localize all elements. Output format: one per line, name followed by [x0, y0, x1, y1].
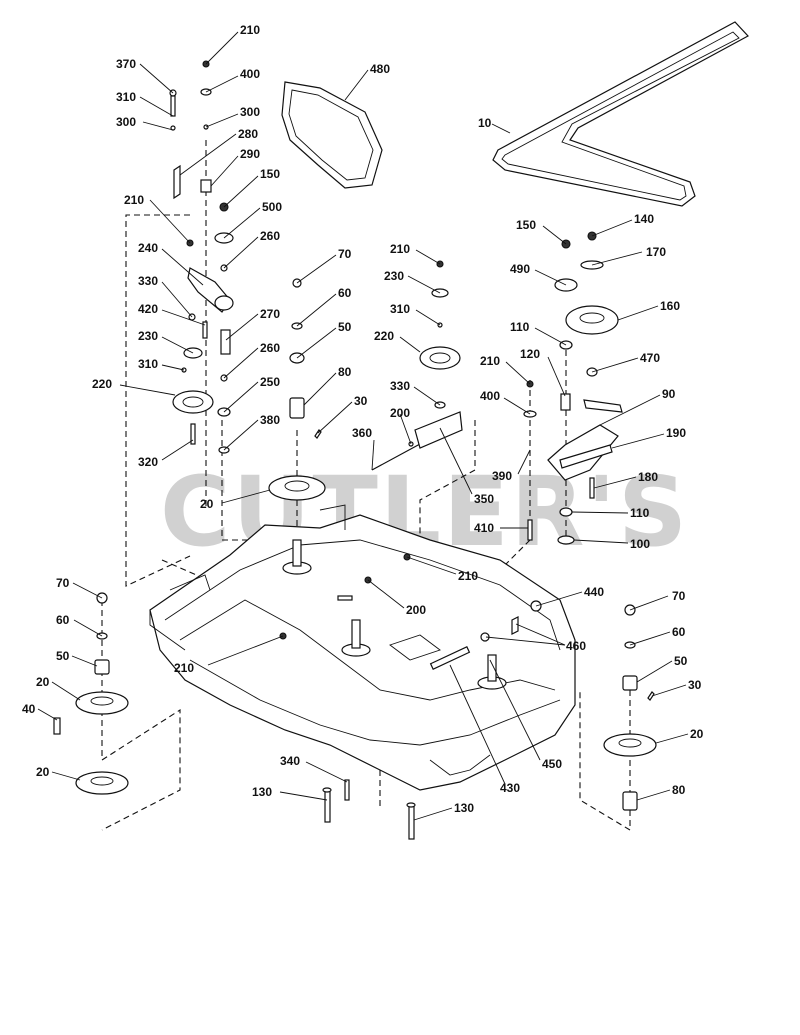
callout-160: 160 [660, 299, 680, 313]
spindle-pulley-20-left-bottom [75, 771, 129, 795]
idler-pulley-220-left [172, 390, 214, 414]
callout-150: 150 [516, 218, 536, 232]
callout-80: 80 [338, 365, 352, 379]
callout-210: 210 [480, 354, 500, 368]
spring-280 [173, 164, 181, 200]
callout-480: 480 [370, 62, 390, 76]
callout-140: 140 [634, 212, 654, 226]
callout-80: 80 [672, 783, 686, 797]
callout-410: 410 [474, 521, 494, 535]
callout-240: 240 [138, 241, 158, 255]
callout-labels: 210 400 300 370 310 300 280 290 150 500 … [22, 23, 704, 815]
callout-190: 190 [666, 426, 686, 440]
callout-10: 10 [478, 116, 492, 130]
callout-280: 280 [238, 127, 258, 141]
middle-idler-stack [371, 260, 463, 471]
callout-220: 220 [92, 377, 112, 391]
callout-100: 100 [630, 537, 650, 551]
callout-250: 250 [260, 375, 280, 389]
callout-320: 320 [138, 455, 158, 469]
callout-200: 200 [390, 406, 410, 420]
callout-420: 420 [138, 302, 158, 316]
callout-220: 220 [374, 329, 394, 343]
callout-50: 50 [56, 649, 70, 663]
rod-430 [429, 646, 471, 670]
belt-10 [492, 21, 749, 207]
callout-120: 120 [520, 347, 540, 361]
mower-deck-housing [149, 504, 576, 791]
callout-20: 20 [36, 765, 50, 779]
spring-190 [559, 444, 613, 469]
left-lower-spindle [53, 592, 129, 795]
callout-70: 70 [338, 247, 352, 261]
callout-340: 340 [280, 754, 300, 768]
spindle-pulley-20-right [603, 733, 657, 757]
callout-20: 20 [200, 497, 214, 511]
callout-310: 310 [116, 90, 136, 104]
callout-500: 500 [262, 200, 282, 214]
callout-400: 400 [480, 389, 500, 403]
callout-370: 370 [116, 57, 136, 71]
callout-210: 210 [390, 242, 410, 256]
callout-230: 230 [138, 329, 158, 343]
callout-110: 110 [630, 506, 650, 520]
callout-330: 330 [138, 274, 158, 288]
callout-490: 490 [510, 262, 530, 276]
callout-450: 450 [542, 757, 562, 771]
callout-360: 360 [352, 426, 372, 440]
callout-70: 70 [672, 589, 686, 603]
callout-180: 180 [638, 470, 658, 484]
callout-330: 330 [390, 379, 410, 393]
callout-290: 290 [240, 147, 260, 161]
callout-210: 210 [124, 193, 144, 207]
callout-130: 130 [454, 801, 474, 815]
callout-20: 20 [690, 727, 704, 741]
callout-170: 170 [646, 245, 666, 259]
callout-310: 310 [138, 357, 158, 371]
callout-350: 350 [474, 492, 494, 506]
callout-270: 270 [260, 307, 280, 321]
bracket-350 [414, 411, 463, 449]
callout-60: 60 [338, 286, 352, 300]
callout-260: 260 [260, 341, 280, 355]
spindle-pulley-20-left-top [75, 691, 129, 715]
callout-200: 200 [406, 603, 426, 617]
callout-440: 440 [584, 585, 604, 599]
right-lower-spindle [603, 604, 657, 811]
callout-230: 230 [384, 269, 404, 283]
callout-150: 150 [260, 167, 280, 181]
idler-pulley-220-middle [419, 346, 461, 370]
callout-90: 90 [662, 387, 676, 401]
callout-50: 50 [674, 654, 688, 668]
callout-430: 430 [500, 781, 520, 795]
idler-pulley-160 [565, 305, 619, 335]
belt-480 [281, 81, 383, 189]
callout-130: 130 [252, 785, 272, 799]
spindle-pulley-20-center [268, 475, 326, 501]
callout-310: 310 [390, 302, 410, 316]
callout-40: 40 [22, 702, 36, 716]
callout-460: 460 [566, 639, 586, 653]
callout-260: 260 [260, 229, 280, 243]
callout-300: 300 [116, 115, 136, 129]
callout-400: 400 [240, 67, 260, 81]
callout-30: 30 [354, 394, 368, 408]
callout-60: 60 [672, 625, 686, 639]
callout-20: 20 [36, 675, 50, 689]
callout-210: 210 [240, 23, 260, 37]
callout-470: 470 [640, 351, 660, 365]
leader-lines [37, 31, 689, 821]
callout-70: 70 [56, 576, 70, 590]
callout-210: 210 [174, 661, 194, 675]
callout-110: 110 [510, 320, 530, 334]
callout-380: 380 [260, 413, 280, 427]
callout-60: 60 [56, 613, 70, 627]
callout-30: 30 [688, 678, 702, 692]
callout-210: 210 [458, 569, 478, 583]
callout-50: 50 [338, 320, 352, 334]
callout-300: 300 [240, 105, 260, 119]
callout-390: 390 [492, 469, 512, 483]
